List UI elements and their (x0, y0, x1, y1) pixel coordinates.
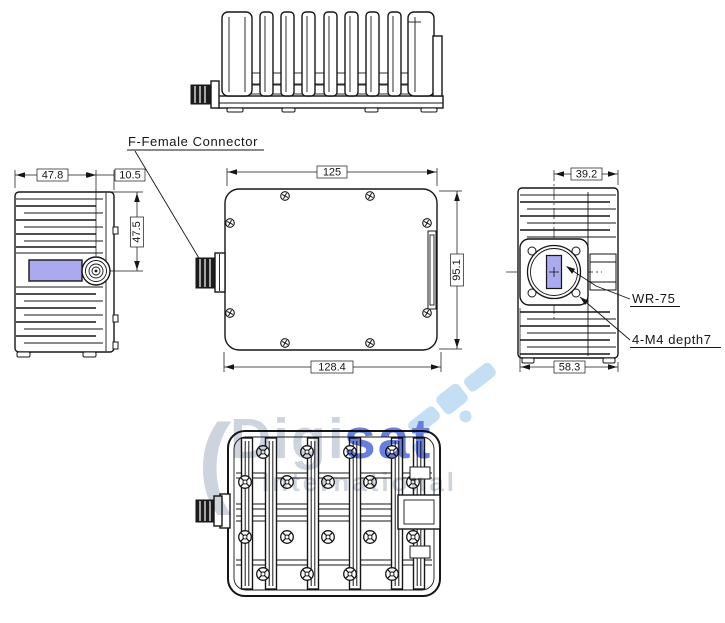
connector-end-circle (81, 256, 111, 286)
f-connector-label: F-Female Connector (128, 134, 258, 149)
dim-10-5: 10.5 (87, 168, 146, 190)
watermark-brand-digi: Digi (230, 407, 346, 471)
dim-95-1: 95.1 (439, 190, 464, 350)
top-view (190, 11, 444, 113)
right-side-view (506, 170, 619, 364)
watermark-paren: ( (198, 404, 232, 516)
dim-47-5-value: 47.5 (131, 221, 143, 242)
front-view (195, 188, 438, 351)
wr75-annotation: WR-75 (566, 266, 680, 307)
dim-10-5-value: 10.5 (119, 170, 140, 182)
wr75-label: WR-75 (632, 291, 675, 306)
dim-58-3: 58.3 (519, 308, 619, 374)
dim-95-1-value: 95.1 (451, 259, 463, 280)
waveguide-plate-edge (427, 230, 437, 310)
f-connector-top (190, 80, 220, 109)
f-connector-front (195, 252, 226, 293)
satellite-icon (408, 362, 496, 452)
f-connector-bottom (195, 493, 231, 529)
bottom-view (195, 430, 441, 597)
heatsink-fins-top (259, 11, 402, 97)
dim-58-3-value: 58.3 (559, 362, 580, 374)
dim-39-2: 39.2 (554, 167, 619, 185)
dim-128-4-value: 128.4 (318, 362, 346, 374)
digisat-watermark: ( Digi sat International (198, 362, 496, 516)
dim-125-value: 125 (323, 167, 341, 179)
waveguide-flange (519, 238, 589, 306)
left-side-view (14, 191, 119, 358)
dim-47-8: 47.8 (14, 168, 97, 256)
m4-annotation: 4-M4 depth7 (579, 296, 721, 348)
waveguide-recess-bottom (397, 466, 441, 559)
label-plate (28, 259, 83, 282)
watermark-brand-sat: sat (344, 407, 432, 471)
heatsink-fins-right (520, 194, 616, 355)
m4-label: 4-M4 depth7 (632, 332, 712, 347)
dim-47-5: 47.5 (108, 191, 144, 272)
dim-47-8-value: 47.8 (42, 170, 63, 182)
watermark-subtitle: International (262, 467, 457, 497)
dim-125: 125 (226, 165, 438, 186)
dim-39-2-value: 39.2 (576, 169, 597, 181)
heatsink-fins-left (16, 198, 103, 344)
dim-128-4: 128.4 (223, 352, 442, 374)
